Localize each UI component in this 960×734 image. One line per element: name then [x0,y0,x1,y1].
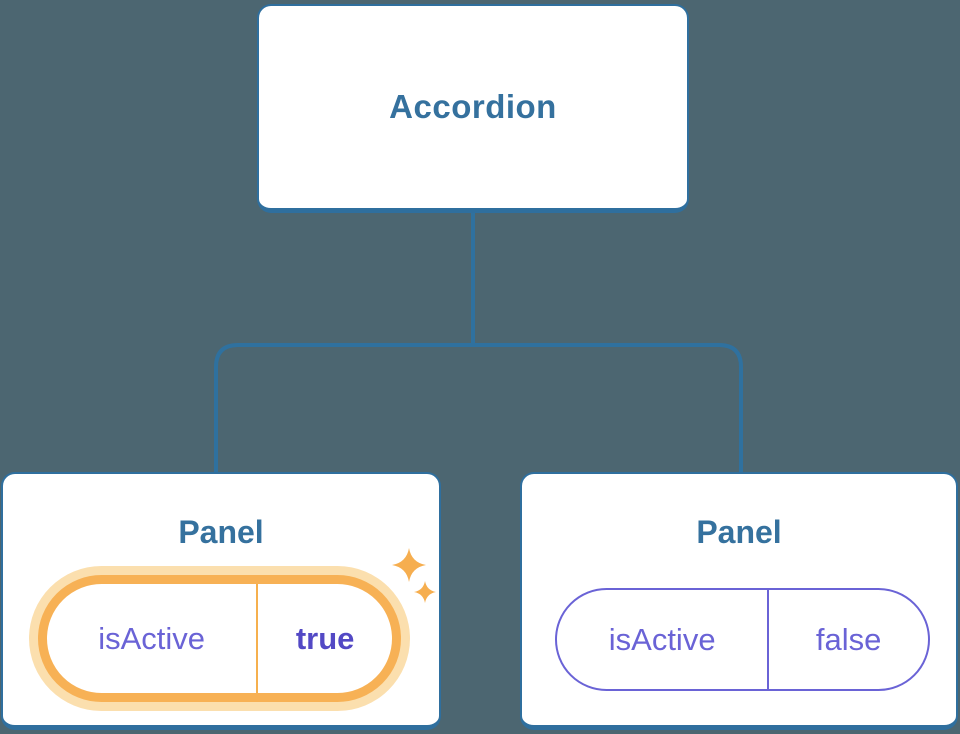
state-key: isActive [98,620,206,656]
state-pill-inactive: isActive false [555,588,930,691]
root-component-label: Accordion [389,88,557,125]
panel-card-active: Panel isActive true [1,472,441,730]
panel-title: Panel [178,514,264,550]
pill-divider [767,590,770,689]
state-value: true [295,620,355,656]
state-pill-active: isActive true [38,575,401,702]
panel-title: Panel [696,514,782,550]
panel-card-inactive: Panel isActive false [520,472,958,730]
state-value: false [815,621,882,657]
root-component-card: Accordion [257,4,689,213]
pill-divider [256,584,259,693]
sparkles-icon [392,548,436,603]
state-key: isActive [608,621,716,657]
